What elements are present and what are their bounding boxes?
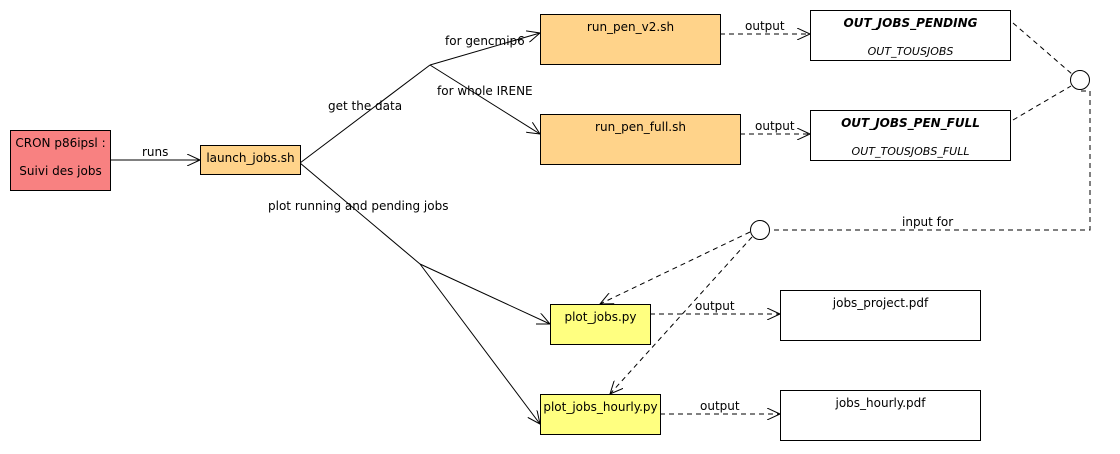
edge-label-get-data: get the data xyxy=(328,99,403,113)
plot-jobs-hourly-label: plot_jobs_hourly.py xyxy=(543,400,658,414)
jobs-project-pdf-node: jobs_project.pdf xyxy=(780,290,981,341)
edge-input-for xyxy=(771,90,1091,231)
edge-label-runs: runs xyxy=(142,145,169,159)
edge-for-gencmip6 xyxy=(429,33,540,66)
out-jobs-pen-full-subtitle: OUT_TOUSJOBS_FULL xyxy=(851,145,970,158)
run-pen-v2-node: run_pen_v2.sh xyxy=(540,14,721,65)
cron-node-line1: CRON p86ipsl : xyxy=(15,136,106,150)
join-node-outputs xyxy=(1070,70,1090,90)
cron-node: CRON p86ipsl : Suivi des jobs xyxy=(10,130,111,191)
edge-plot-running xyxy=(299,162,421,265)
jobs-hourly-pdf-node: jobs_hourly.pdf xyxy=(780,390,981,441)
out-jobs-pending-title: OUT_JOBS_PENDING xyxy=(843,16,978,30)
plot-jobs-hourly-node: plot_jobs_hourly.py xyxy=(540,394,661,435)
edge-label-output-plot: output xyxy=(695,299,735,313)
edge-label-for-whole-irene: for whole IRENE xyxy=(437,84,533,98)
edge-input-to-plot-jobs xyxy=(600,231,751,304)
edge-label-output-hourly: output xyxy=(700,399,740,413)
edge-pending-to-join xyxy=(1012,22,1073,75)
jobs-project-pdf-label: jobs_project.pdf xyxy=(832,296,929,310)
edge-for-whole-irene xyxy=(429,64,540,134)
jobs-hourly-pdf-label: jobs_hourly.pdf xyxy=(835,396,926,410)
edge-label-output-v2: output xyxy=(745,19,785,33)
out-jobs-pen-full-title: OUT_JOBS_PEN_FULL xyxy=(841,116,980,130)
run-pen-v2-label: run_pen_v2.sh xyxy=(586,20,675,34)
out-jobs-pending-subtitle: OUT_TOUSJOBS xyxy=(867,45,954,58)
out-jobs-pending-node: OUT_JOBS_PENDING OUT_TOUSJOBS xyxy=(810,10,1011,61)
edge-to-plot-jobs-hourly xyxy=(419,263,540,424)
launch-jobs-label: launch_jobs.sh xyxy=(206,151,295,165)
edge-to-plot-jobs xyxy=(419,263,550,324)
cron-node-line2: Suivi des jobs xyxy=(19,164,102,178)
join-node-inputs xyxy=(750,220,770,240)
edge-label-input-for: input for xyxy=(902,215,954,229)
edge-full-to-join xyxy=(1012,85,1072,121)
launch-jobs-node: launch_jobs.sh xyxy=(200,145,301,175)
run-pen-full-node: run_pen_full.sh xyxy=(540,114,741,165)
edge-label-output-full: output xyxy=(755,119,795,133)
plot-jobs-node: plot_jobs.py xyxy=(550,304,651,345)
edge-label-plot-running: plot running and pending jobs xyxy=(268,199,449,213)
edge-label-for-gencmip6: for gencmip6 xyxy=(445,34,525,48)
out-jobs-pen-full-node: OUT_JOBS_PEN_FULL OUT_TOUSJOBS_FULL xyxy=(810,110,1011,161)
edge-get-data xyxy=(299,64,431,164)
plot-jobs-label: plot_jobs.py xyxy=(564,310,637,324)
run-pen-full-label: run_pen_full.sh xyxy=(595,120,686,134)
